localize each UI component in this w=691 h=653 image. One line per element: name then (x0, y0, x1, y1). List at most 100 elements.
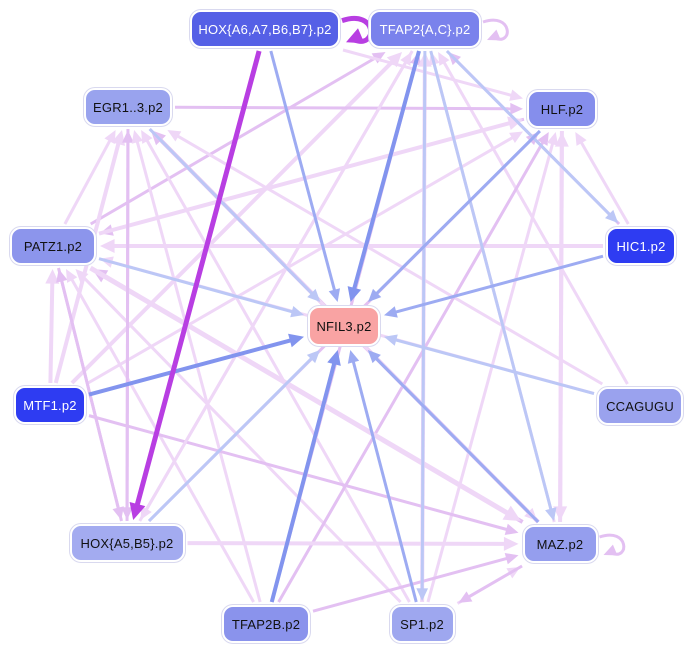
edge-mtf1-nfil3-arrowhead (288, 333, 304, 348)
edge-egr-hlf (174, 105, 513, 111)
edge-maz-sp1-arrowhead (458, 591, 473, 603)
edge-mtf1-maz-arrowhead (504, 523, 519, 535)
edge-ccagugu-nfil3-arrowhead (384, 334, 398, 346)
edge-patz1-tfap2ac-arrowhead (371, 52, 386, 64)
edge-hic1-patz1-arrowhead (100, 239, 115, 253)
node-label: TFAP2B.p2 (231, 616, 301, 632)
node-sp1[interactable]: SP1.p2 (389, 605, 455, 643)
node-maz[interactable]: MAZ.p2 (522, 525, 598, 563)
node-egr[interactable]: EGR1..3.p2 (84, 88, 172, 126)
node-label: HOX{A6,A7,B6,B7}.p2 (198, 21, 332, 37)
node-label: HLF.p2 (540, 101, 584, 117)
edge-sp1-egr (145, 138, 411, 603)
node-label: HIC1.p2 (616, 238, 666, 254)
edge-egr-nfil3-arrowhead (307, 288, 321, 302)
edge-tfap2ac-maz-arrowhead (545, 507, 557, 521)
node-mtf1[interactable]: MTF1.p2 (14, 386, 86, 424)
edge-hlf-nfil3 (374, 129, 541, 296)
edge-hic1-nfil3-arrowhead (384, 306, 398, 318)
edge-egr-hox55 (125, 128, 130, 510)
edge-maz-nfil3-arrowhead (367, 350, 381, 364)
edge-maz-maz-arrowhead (603, 544, 618, 556)
edge-hic1-hlf-arrowhead (575, 132, 587, 146)
edge-egr-hlf-arrowhead (510, 102, 523, 115)
edge-tfap2ac-maz (429, 50, 553, 512)
node-label: MAZ.p2 (536, 536, 584, 552)
node-hox55[interactable]: HOX{A5,B5}.p2 (69, 524, 185, 562)
edge-ccagugu-tfap2ac (442, 60, 629, 385)
edge-egr-hox55-arrowhead (121, 507, 133, 520)
edge-maz-nfil3 (374, 356, 540, 524)
edge-hic1-hlf (579, 140, 630, 225)
node-nfil3[interactable]: NFIL3.p2 (308, 306, 380, 346)
edge-hlf-maz-arrowhead (553, 506, 568, 521)
edge-hox55-maz (187, 541, 506, 546)
edge-egr-nfil3 (148, 127, 314, 296)
edge-mtf1-egr-arrowhead (111, 130, 126, 146)
edge-tfap2b-patz1 (69, 277, 255, 603)
edge-hox67-hlf-arrowhead (509, 89, 523, 101)
edge-tfap2b-patz1-arrowhead (65, 269, 78, 283)
edge-sp1-nfil3 (351, 359, 418, 603)
edge-mtf1-patz1 (48, 281, 55, 384)
edge-sp1-patz1 (81, 275, 402, 604)
node-label: MTF1.p2 (23, 397, 77, 413)
node-label: HOX{A5,B5}.p2 (80, 535, 174, 551)
edge-mtf1-tfap2ac-arrowhead (386, 52, 403, 68)
edge-mtf1-tfap2ac (70, 59, 395, 385)
edge-mtf1-patz1-arrowhead (45, 269, 60, 284)
edge-patz1-maz (89, 265, 510, 516)
edge-patz1-egr (63, 138, 112, 225)
edge-sp1-egr-arrowhead (141, 130, 153, 144)
edge-ccagugu-tfap2ac-arrowhead (438, 52, 450, 66)
edge-hox67-hox67-arrowhead (346, 28, 365, 44)
edge-ccagugu-nfil3 (393, 338, 595, 396)
edge-sp1-patz1-arrowhead (75, 269, 89, 283)
edge-tfap2ac-sp1-arrowhead (416, 588, 429, 601)
edge-hic1-nfil3 (393, 254, 604, 314)
node-label: NFIL3.p2 (316, 318, 372, 334)
node-ccagugu[interactable]: CCAGUGU (597, 387, 683, 425)
edge-tfap2ac-nfil3 (351, 50, 421, 291)
edge-patz1-egr-arrowhead (104, 130, 116, 144)
edge-patz1-hlf-arrowhead (507, 116, 523, 131)
edge-tfap2ac-nfil3-arrowhead (347, 286, 362, 302)
edge-tfap2ac-tfap2ac-arrowhead (487, 29, 501, 41)
edge-hox55-maz-arrowhead (503, 536, 519, 551)
edge-mtf1-hlf-arrowhead (509, 131, 523, 143)
node-hlf[interactable]: HLF.p2 (527, 90, 597, 128)
edge-hox55-nfil3-arrowhead (306, 350, 320, 364)
node-tfap2ac[interactable]: TFAP2{A,C}.p2 (369, 10, 481, 48)
edge-tfap2ac-hox55-arrowhead (140, 506, 152, 520)
node-hox67[interactable]: HOX{A6,A7,B6,B7}.p2 (190, 10, 340, 48)
edge-patz1-hox55-arrowhead (112, 506, 124, 520)
edge-hox67-nfil3 (269, 50, 337, 293)
edge-tfap2ac-sp1 (420, 50, 427, 591)
edge-tfap2ac-hic1 (445, 49, 612, 217)
edge-tfap2b-nfil3 (269, 361, 337, 603)
edge-patz1-maz-arrowhead (502, 505, 521, 521)
edge-mtf1-hlf (87, 135, 515, 385)
node-hic1[interactable]: HIC1.p2 (606, 227, 676, 265)
edge-hlf-nfil3-arrowhead (368, 288, 382, 302)
edge-tfap2b-hlf-arrowhead (537, 132, 549, 146)
edge-tfap2b-nfil3-arrowhead (327, 350, 341, 366)
node-label: CCAGUGU (606, 398, 674, 414)
edge-hox67-hox55-arrowhead (129, 501, 146, 520)
edge-hlf-maz (558, 130, 564, 509)
edge-tfap2b-maz-arrowhead (504, 552, 519, 565)
edge-mtf1-maz (88, 414, 509, 532)
edge-tfap2b-egr-arrowhead (131, 130, 144, 144)
node-tfap2b[interactable]: TFAP2B.p2 (222, 605, 310, 643)
edge-hox67-nfil3-arrowhead (328, 288, 341, 302)
edge-hox55-nfil3 (147, 356, 314, 523)
node-label: TFAP2{A,C}.p2 (379, 21, 471, 37)
edge-maz-sp1 (467, 564, 523, 599)
edge-patz1-nfil3-arrowhead (290, 305, 304, 318)
edge-sp1-nfil3-arrowhead (347, 350, 360, 364)
edge-ccagugu-egr-arrowhead (167, 130, 182, 142)
edge-sp1-hlf (426, 141, 555, 603)
node-patz1[interactable]: PATZ1.p2 (10, 227, 96, 265)
